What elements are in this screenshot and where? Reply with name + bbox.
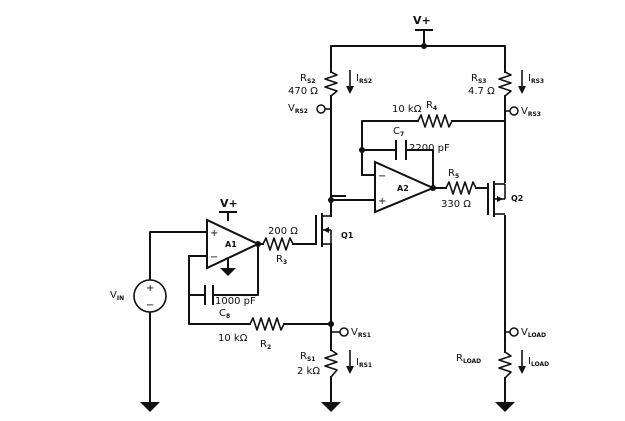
opamp-a1: + − A1 (206, 218, 261, 276)
r5-value: 330 Ω (441, 199, 471, 210)
svg-text:+: + (146, 283, 154, 294)
q2-label: Q2 (511, 194, 523, 203)
resistor-r4: 10 kΩ R4 (392, 100, 453, 128)
r4-value: 10 kΩ (392, 104, 422, 115)
svg-text:VLOAD: VLOAD (521, 327, 546, 339)
resistor-r5: R5 330 Ω (441, 168, 477, 210)
svg-text:RS1: RS1 (300, 351, 315, 363)
svg-text:VRS1: VRS1 (351, 327, 371, 339)
ground-symbols (140, 402, 515, 412)
svg-text:R5: R5 (448, 168, 459, 180)
svg-text:VIN: VIN (110, 290, 124, 302)
svg-text:+: + (378, 196, 386, 207)
svg-text:+: + (210, 228, 218, 239)
svg-text:R2: R2 (260, 339, 271, 351)
wires (149, 29, 506, 403)
svg-text:ILOAD: ILOAD (528, 356, 549, 368)
svg-text:RS2: RS2 (300, 73, 315, 85)
rs2-value: 470 Ω (288, 86, 318, 97)
mosfet-q1: Q1 (315, 213, 354, 247)
resistor-rs3: RS3 4.7 Ω IRS3 (468, 70, 544, 97)
resistor-rload: RLOAD ILOAD (456, 350, 549, 379)
resistor-rs1: RS1 2 kΩ IRS1 (297, 349, 372, 378)
svg-text:C8: C8 (219, 308, 230, 320)
rs3-value: 4.7 Ω (468, 86, 495, 97)
svg-text:IRS2: IRS2 (356, 73, 372, 85)
svg-text:RS3: RS3 (471, 73, 486, 85)
rs1-value: 2 kΩ (297, 366, 320, 377)
svg-text:R4: R4 (426, 100, 437, 112)
svg-text:R3: R3 (276, 254, 287, 266)
resistor-r3: 200 Ω R3 (262, 226, 298, 266)
node-vload: VLOAD (505, 327, 546, 339)
a2-label: A2 (397, 184, 409, 193)
resistor-rs2: RS2 470 Ω IRS2 (288, 70, 372, 97)
supply-vplus-a1: V+ (219, 197, 238, 213)
svg-text:VRS2: VRS2 (288, 103, 308, 115)
source-vin: + − VIN (110, 279, 167, 313)
a1-label: A1 (225, 240, 237, 249)
q1-label: Q1 (341, 231, 354, 240)
a1-supply-label: V+ (220, 197, 238, 210)
svg-text:IRS1: IRS1 (356, 357, 372, 369)
capacitor-c8: 1000 pF C8 (204, 285, 256, 320)
node-vrs1: VRS1 (331, 327, 371, 339)
node-vrs3: VRS3 (505, 106, 541, 118)
capacitor-c7: C7 2200 pF (393, 126, 450, 160)
opamp-a2: − + A2 (374, 160, 436, 214)
r3-value: 200 Ω (268, 226, 298, 237)
supply-vplus-top: V+ (413, 14, 433, 31)
resistor-r2: 10 kΩ R2 (218, 317, 285, 351)
supply-label: V+ (413, 14, 431, 27)
node-vrs2: VRS2 (288, 103, 331, 115)
svg-text:−: − (378, 171, 386, 182)
svg-text:RLOAD: RLOAD (456, 353, 481, 365)
svg-text:VRS3: VRS3 (521, 106, 541, 118)
svg-text:C7: C7 (393, 126, 404, 138)
r2-value: 10 kΩ (218, 333, 248, 344)
svg-text:IRS3: IRS3 (528, 73, 544, 85)
svg-text:−: − (146, 300, 154, 311)
svg-text:−: − (210, 252, 218, 263)
mosfet-q2: Q2 (487, 181, 523, 217)
c7-value: 2200 pF (409, 143, 450, 154)
c8-value: 1000 pF (215, 296, 256, 307)
